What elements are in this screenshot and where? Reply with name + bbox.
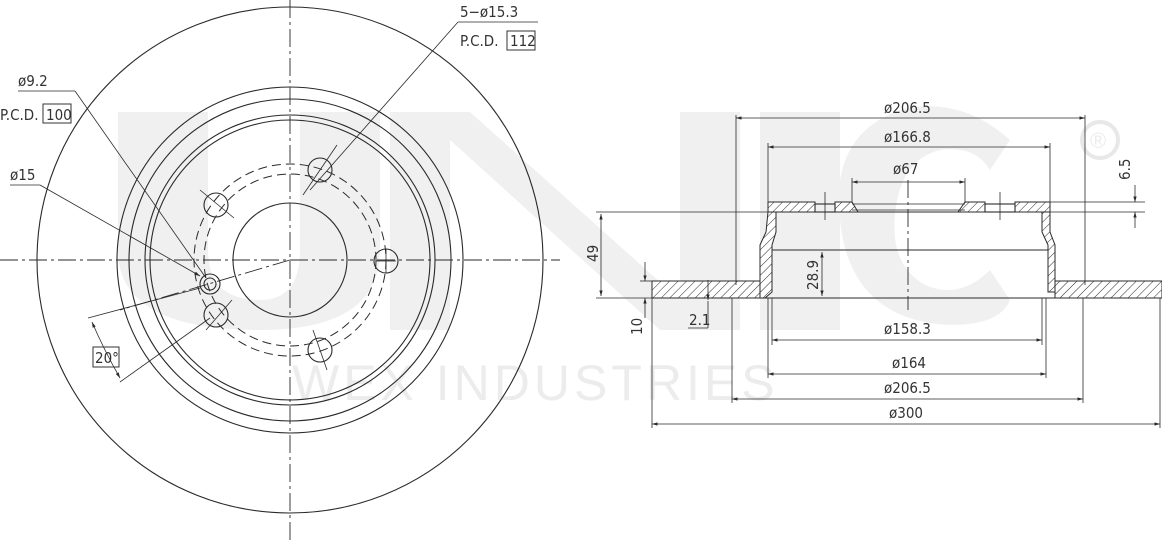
dim-hat-top-thickness: 6.5 xyxy=(1116,159,1134,180)
small-pcd-label: P.C.D. xyxy=(0,106,38,124)
small-hole-leader xyxy=(74,90,207,279)
counterbore-inner xyxy=(203,277,217,291)
hat-ring-1 xyxy=(116,86,464,434)
dim-inner-dia: ø158.3 xyxy=(884,320,931,338)
dim-bore-dia: ø67 xyxy=(893,160,918,178)
hat-ring-2 xyxy=(128,98,452,422)
registered-mark: ® xyxy=(1090,128,1106,153)
angle-arc xyxy=(91,321,121,379)
hat-ring-4 xyxy=(149,119,431,401)
watermark-logo: ® WEX INDUSTRIES xyxy=(118,106,1120,411)
hat-ring-3 xyxy=(144,114,436,406)
small-pcd-box xyxy=(42,103,72,124)
dim-inner-depth: 28.9 xyxy=(804,260,822,290)
dim-hat-base-dia: ø164 xyxy=(892,354,926,372)
angle-box xyxy=(92,346,120,368)
counterbore-callout: ø15 xyxy=(10,166,35,184)
stud-pcd-value: 112 xyxy=(510,32,536,50)
watermark-subtitle: WEX INDUSTRIES xyxy=(292,355,779,411)
pcd-100-circle xyxy=(203,173,377,347)
small-pcd-value: 100 xyxy=(46,106,72,124)
stud-pcd-box xyxy=(506,30,536,51)
angle-callout: 20° xyxy=(95,349,119,367)
dim-bottom-outer-dia: ø206.5 xyxy=(884,379,931,397)
center-bore xyxy=(232,202,348,318)
section-view: ø206.5 ø166.8 ø67 6.5 49 28.9 10 xyxy=(584,99,1162,428)
disc-outer-edge xyxy=(36,6,544,514)
stud-hole-callout: 5−ø15.3 xyxy=(460,3,518,21)
front-view: 5−ø15.3 P.C.D. 112 ø9.2 P.C.D. 100 ø15 2… xyxy=(0,0,560,544)
stud-hole-leader xyxy=(309,21,459,191)
dim-hat-outer-dia: ø166.8 xyxy=(884,128,931,146)
counterbore-leader xyxy=(39,184,201,277)
stud-holes xyxy=(199,144,399,371)
dim-overall-height: 49 xyxy=(584,245,602,262)
stud-pcd-label: P.C.D. xyxy=(460,32,498,50)
small-hole-callout: ø9.2 xyxy=(18,72,48,90)
dim-disc-dia: ø300 xyxy=(889,404,923,422)
dim-disc-thickness: 10 xyxy=(628,318,646,335)
dim-step: 2.1 xyxy=(689,311,710,329)
dim-top-outer-dia: ø206.5 xyxy=(884,99,931,117)
counterbore-outer xyxy=(199,273,221,295)
